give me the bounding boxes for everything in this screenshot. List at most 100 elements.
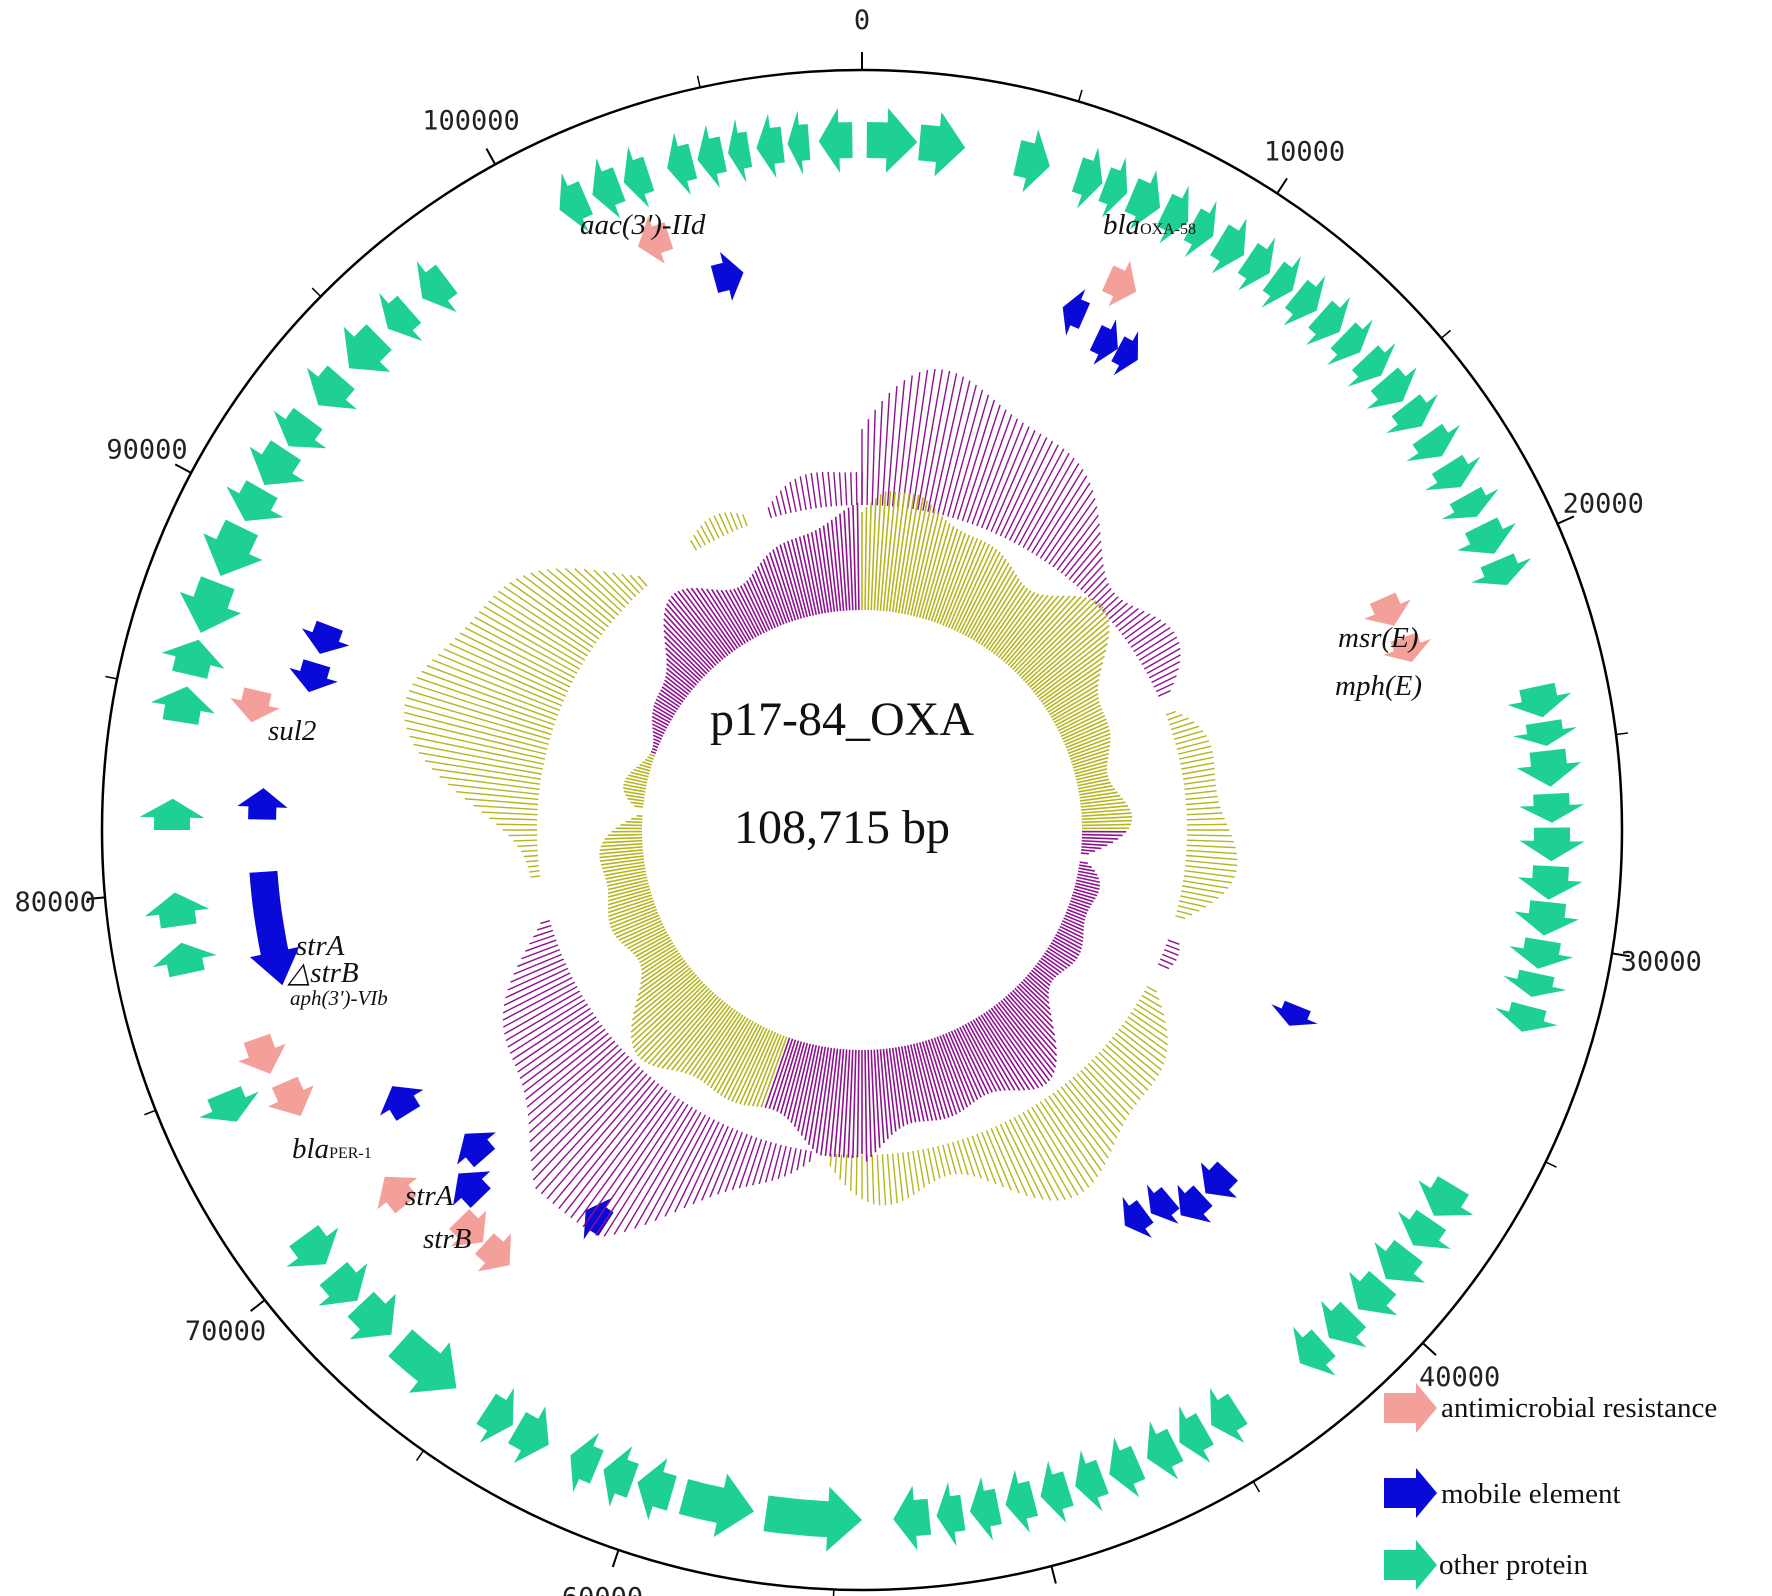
gc-skew-bar (637, 959, 686, 996)
gc-content-bar (1186, 834, 1232, 837)
gc-skew-bar (651, 715, 669, 727)
gc-skew-bar (1045, 949, 1071, 967)
gc-skew-bar (1032, 967, 1053, 984)
gc-content-bar (745, 1138, 763, 1187)
gc-content-bar (588, 1098, 680, 1232)
gc-skew-bar (1078, 785, 1113, 793)
gc-content-bar (976, 1133, 997, 1185)
cds-arrow-other-protein (603, 1446, 639, 1507)
gc-content-bar (951, 1141, 963, 1175)
gc-skew-bar (1079, 794, 1121, 802)
gc-skew-bar (1043, 952, 1068, 970)
gc-content-bar (704, 521, 716, 541)
gc-content-bar (907, 1151, 915, 1195)
gc-skew-bar (961, 555, 1004, 635)
gc-content-bar (1186, 812, 1223, 816)
gc-skew-bar (666, 667, 693, 691)
gc-skew-bar (993, 593, 1040, 655)
gc-content-bar (912, 369, 936, 510)
gc-skew-bar (627, 774, 648, 781)
gc-content-bar (1136, 1003, 1167, 1024)
gc-skew-bar (756, 566, 782, 626)
gc-skew-bar (977, 1016, 1026, 1091)
gc-content-bar (1153, 675, 1177, 688)
gc-content-bar (922, 1149, 931, 1185)
gc-skew-bar (1052, 939, 1080, 957)
gc-skew-bar (656, 695, 679, 711)
gc-skew-bar (1075, 768, 1108, 778)
cds-arrow-other-protein (203, 519, 263, 576)
gc-content-bar (1008, 1119, 1052, 1201)
gc-skew-bar (1024, 609, 1107, 684)
gc-skew-bar (680, 1005, 731, 1073)
gc-content-bar (1155, 682, 1175, 693)
gc-content-bar (999, 1123, 1036, 1199)
gc-skew-bar (1081, 833, 1123, 837)
gc-content-bar (834, 1153, 838, 1174)
gc-skew-bar (897, 494, 920, 614)
gc-content-bar (519, 1020, 600, 1080)
gc-content-bar (528, 1044, 619, 1125)
gc-content-bar (603, 1104, 689, 1237)
gene-label-stra-2: strA (405, 1180, 454, 1212)
gc-skew-bar (794, 537, 815, 616)
gc-content-bar (1111, 1036, 1160, 1076)
cds-arrow-other-protein (1386, 394, 1438, 434)
gc-content-bar (717, 1131, 744, 1195)
gc-content-bar (546, 1076, 652, 1200)
gc-skew-bar (1047, 678, 1100, 713)
gc-content-bar (1157, 963, 1170, 970)
gc-skew-bar (1053, 936, 1081, 953)
gc-content-bar (696, 529, 707, 546)
gc-skew-bar (775, 546, 800, 620)
gc-skew-bar (677, 590, 729, 657)
gc-skew-bar (975, 574, 1018, 643)
gc-content-bar (564, 1086, 664, 1214)
gc-content-bar (1101, 596, 1119, 612)
gc-skew-bar (779, 544, 803, 619)
cds-arrow-other-protein (1210, 218, 1247, 274)
cds-arrow-other-protein (1418, 1176, 1474, 1216)
gc-skew-bar (1022, 978, 1050, 1004)
plasmid-name: p17-84_OXA (710, 693, 974, 746)
gc-skew-bar (1052, 693, 1099, 721)
gc-skew-bar (852, 504, 857, 611)
gc-skew-bar (1042, 661, 1104, 706)
gc-skew-bar (637, 985, 708, 1057)
cds-arrow-other-protein (152, 942, 217, 978)
gc-skew-bar (688, 1009, 736, 1076)
gc-skew-bar (1081, 843, 1108, 847)
gc-skew-bar (1081, 836, 1119, 840)
gc-content-bar (664, 1119, 716, 1217)
gc-content-bar (502, 981, 576, 1021)
gc-skew-bar (650, 750, 657, 755)
gc-skew-bar (891, 1047, 905, 1127)
gc-content-bar (564, 567, 619, 616)
gc-skew-bar (640, 954, 682, 985)
gc-content-bar (1163, 948, 1179, 956)
gc-content-bar (902, 372, 921, 508)
gc-skew-bar (873, 1049, 881, 1148)
gc-content-bar (513, 953, 563, 975)
gc-skew-bar (1079, 864, 1092, 868)
gc-content-bar (1118, 1028, 1165, 1065)
cds-arrow-strb (449, 1209, 487, 1247)
gc-skew-bar (1002, 595, 1060, 662)
gc-skew-bar (906, 1045, 925, 1122)
gc-skew-bar (998, 594, 1049, 659)
gene-label-aac3-iid: aac(3')-IId (580, 209, 706, 241)
gc-content-bar (481, 811, 538, 816)
tick-major (1276, 177, 1288, 194)
gc-skew-bar (604, 836, 643, 840)
gc-skew-bar (600, 855, 644, 863)
gc-content-bar (961, 404, 1001, 522)
gc-skew-bar (1074, 764, 1108, 775)
gc-content-bar (1175, 735, 1207, 745)
gc-skew-bar (1077, 778, 1110, 787)
gc-content-bar (521, 1024, 603, 1086)
gc-content-bar (492, 595, 588, 657)
gc-content-bar (947, 1143, 957, 1175)
gc-skew-bar (811, 1047, 830, 1150)
gc-skew-bar (624, 780, 647, 787)
